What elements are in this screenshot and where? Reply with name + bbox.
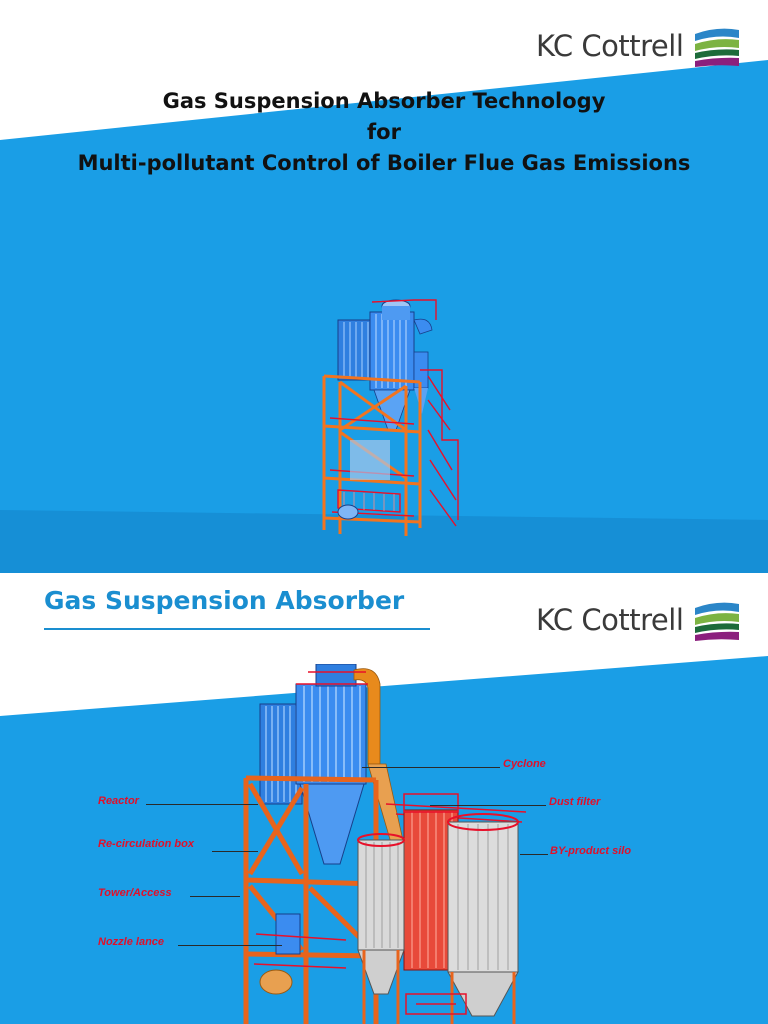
- title-line-2: for: [367, 120, 401, 144]
- title-line-1: Gas Suspension Absorber Technology: [162, 89, 606, 113]
- slide2-title: Gas Suspension Absorber: [44, 586, 405, 615]
- label-reactor: Reactor: [98, 795, 139, 807]
- gsa-diagram-slide: Gas Suspension Absorber KC Cottrell: [0, 576, 768, 1024]
- logo-wordmark: KC Cottrell: [536, 29, 684, 63]
- leader-recirculation-box: [212, 851, 258, 852]
- kc-cottrell-logo: KC Cottrell: [536, 24, 741, 68]
- label-nozzle-lance: Nozzle lance: [98, 936, 165, 948]
- leader-nozzle-lance: [178, 945, 282, 946]
- leader-reactor: [146, 804, 258, 805]
- leader-dust-filter: [430, 805, 546, 806]
- title-line-3: Multi-pollutant Control of Boiler Flue G…: [77, 151, 691, 175]
- leader-byproduct-silo: [520, 854, 548, 855]
- leader-tower-access: [190, 896, 240, 897]
- label-dust-filter: Dust filter: [549, 796, 601, 808]
- label-recirculation-box: Re-circulation box: [98, 838, 194, 850]
- title-underline: [44, 628, 430, 630]
- slide1-title: Gas Suspension Absorber Technology for M…: [0, 86, 768, 179]
- slide-divider: [0, 573, 768, 576]
- logo-stripes-icon: [695, 28, 740, 67]
- logo-wordmark-2: KC Cottrell: [536, 603, 684, 637]
- label-byproduct-silo: BY-product silo: [550, 845, 632, 857]
- kc-cottrell-logo-2: KC Cottrell: [536, 598, 741, 642]
- logo-stripes-icon: [695, 602, 740, 641]
- leader-cyclone: [362, 767, 500, 768]
- gsa-detailed-illustration: [243, 664, 527, 1024]
- label-tower-access: Tower/Access: [98, 887, 172, 899]
- label-cyclone: Cyclone: [503, 758, 546, 770]
- gsa-plant-illustration: [322, 299, 459, 536]
- title-slide: KC Cottrell Gas Suspension Absorber Tech…: [0, 24, 768, 573]
